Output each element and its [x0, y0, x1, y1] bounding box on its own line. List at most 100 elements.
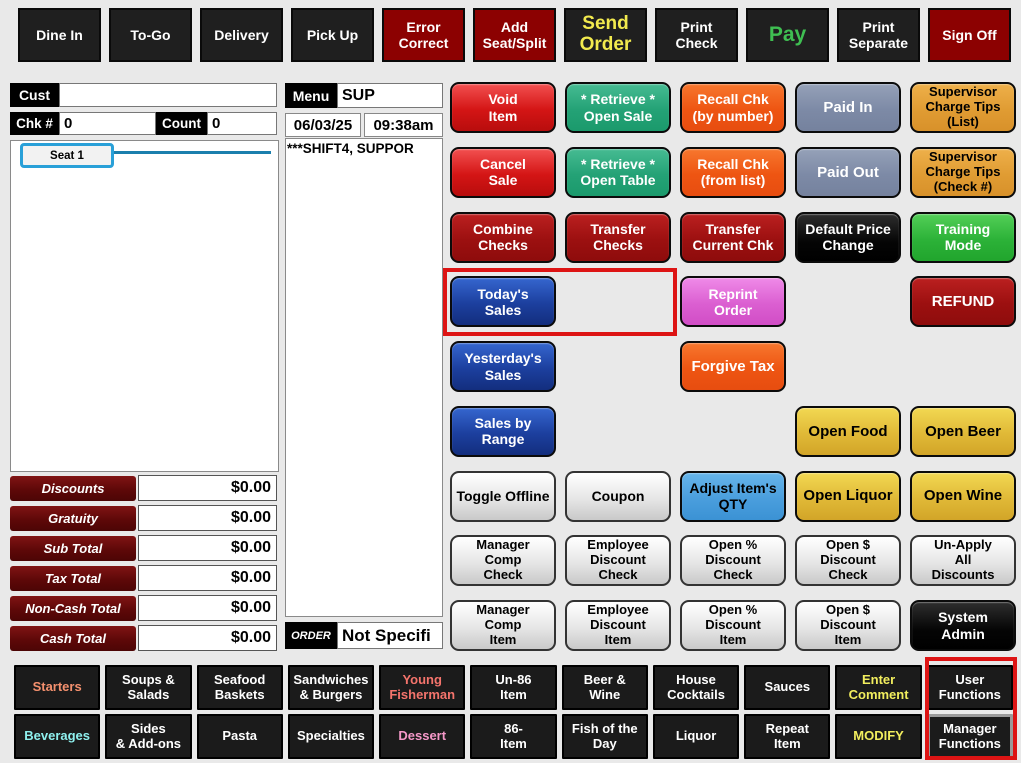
open-dollar-discount-item-button[interactable]: Open $ Discount Item [795, 600, 901, 651]
retrieve-open-table-button[interactable]: * Retrieve * Open Table [565, 146, 671, 198]
dine-in-button[interactable]: Dine In [18, 8, 101, 62]
date-display: 06/03/25 [285, 113, 361, 137]
seat-connector-line [111, 151, 271, 154]
tab-specialties[interactable]: Specialties [287, 714, 375, 759]
discounts-value: $0.00 [138, 475, 277, 501]
menu-category-bar: Starters Soups & Salads Seafood Baskets … [14, 665, 1013, 759]
discounts-label: Discounts [10, 476, 136, 501]
system-admin-button[interactable]: System Admin [910, 600, 1016, 651]
add-seat-split-button[interactable]: Add Seat/Split [473, 8, 556, 62]
menu-value: SUP [337, 83, 443, 108]
tab-sauces[interactable]: Sauces [744, 665, 831, 710]
open-wine-button[interactable]: Open Wine [910, 470, 1016, 522]
pick-up-button[interactable]: Pick Up [291, 8, 374, 62]
training-mode-button[interactable]: Training Mode [910, 211, 1016, 263]
seat-1-node[interactable]: Seat 1 [20, 143, 114, 168]
todays-sales-button[interactable]: Today's Sales [450, 276, 556, 328]
cash-total-value: $0.00 [138, 625, 277, 651]
tab-starters[interactable]: Starters [14, 665, 101, 710]
manager-comp-check-button[interactable]: Manager Comp Check [450, 535, 556, 587]
employee-discount-check-button[interactable]: Employee Discount Check [565, 535, 671, 587]
un-apply-all-discounts-button[interactable]: Un-Apply All Discounts [910, 535, 1016, 587]
tab-seafood-baskets[interactable]: Seafood Baskets [196, 665, 283, 710]
sub-total-value: $0.00 [138, 535, 277, 561]
send-order-button[interactable]: Send Order [564, 8, 647, 62]
tab-sandwiches-burgers[interactable]: Sandwiches & Burgers [287, 665, 375, 710]
pay-button[interactable]: Pay [746, 8, 829, 62]
count-value: 0 [207, 112, 277, 135]
open-beer-button[interactable]: Open Beer [910, 405, 1016, 457]
print-check-button[interactable]: Print Check [655, 8, 738, 62]
tax-total-label: Tax Total [10, 566, 136, 591]
user-functions-button[interactable]: User Functions [926, 665, 1013, 710]
employee-discount-item-button[interactable]: Employee Discount Item [565, 600, 671, 651]
menu-label: Menu [285, 83, 337, 108]
check-number-value: 0 [59, 112, 156, 135]
reprint-order-button[interactable]: Reprint Order [680, 276, 786, 328]
paid-out-button[interactable]: Paid Out [795, 146, 901, 198]
count-label: Count [156, 112, 207, 135]
default-price-change-button[interactable]: Default Price Change [795, 211, 901, 263]
yesterdays-sales-button[interactable]: Yesterday's Sales [450, 341, 556, 392]
customer-label: Cust [10, 83, 59, 107]
supervisor-charge-tips-check-button[interactable]: Supervisor Charge Tips (Check #) [910, 146, 1016, 198]
function-button-grid: Void Item * Retrieve * Open Sale Recall … [450, 82, 1016, 651]
forgive-tax-button[interactable]: Forgive Tax [680, 341, 786, 392]
transfer-current-chk-button[interactable]: Transfer Current Chk [680, 211, 786, 263]
to-go-button[interactable]: To-Go [109, 8, 192, 62]
print-separate-button[interactable]: Print Separate [837, 8, 920, 62]
tab-beverages[interactable]: Beverages [14, 714, 101, 759]
order-type-label: ORDER [285, 622, 337, 649]
repeat-item-button[interactable]: Repeat Item [744, 714, 831, 759]
open-pct-discount-item-button[interactable]: Open % Discount Item [680, 600, 786, 651]
recall-chk-from-list-button[interactable]: Recall Chk (from list) [680, 146, 786, 198]
combine-checks-button[interactable]: Combine Checks [450, 211, 556, 263]
tab-young-fisherman[interactable]: Young Fisherman [379, 665, 466, 710]
open-pct-discount-check-button[interactable]: Open % Discount Check [680, 535, 786, 587]
manager-comp-item-button[interactable]: Manager Comp Item [450, 600, 556, 651]
un-86-item-button[interactable]: Un-86 Item [470, 665, 557, 710]
open-food-button[interactable]: Open Food [795, 405, 901, 457]
tax-total-value: $0.00 [138, 565, 277, 591]
gratuity-label: Gratuity [10, 506, 136, 531]
open-liquor-button[interactable]: Open Liquor [795, 470, 901, 522]
manager-functions-button[interactable]: Manager Functions [926, 714, 1013, 759]
sales-by-range-button[interactable]: Sales by Range [450, 405, 556, 457]
tab-house-cocktails[interactable]: House Cocktails [652, 665, 740, 710]
refund-button[interactable]: REFUND [910, 276, 1016, 328]
cash-total-label: Cash Total [10, 626, 136, 651]
tab-fish-of-the-day[interactable]: Fish of the Day [561, 714, 648, 759]
check-number-label: Chk # [10, 112, 59, 135]
time-display: 09:38am [364, 113, 443, 137]
recall-chk-by-number-button[interactable]: Recall Chk (by number) [680, 82, 786, 133]
enter-comment-button[interactable]: Enter Comment [835, 665, 922, 710]
order-type-toolbar: Dine In To-Go Delivery Pick Up Error Cor… [18, 8, 1014, 62]
tab-pasta[interactable]: Pasta [196, 714, 283, 759]
receipt-server-line: ***SHIFT4, SUPPOR [287, 141, 414, 156]
retrieve-open-sale-button[interactable]: * Retrieve * Open Sale [565, 82, 671, 133]
tab-sides-addons[interactable]: Sides & Add-ons [105, 714, 192, 759]
gratuity-value: $0.00 [138, 505, 277, 531]
delivery-button[interactable]: Delivery [200, 8, 283, 62]
open-dollar-discount-check-button[interactable]: Open $ Discount Check [795, 535, 901, 587]
supervisor-charge-tips-list-button[interactable]: Supervisor Charge Tips (List) [910, 82, 1016, 133]
sign-off-button[interactable]: Sign Off [928, 8, 1011, 62]
void-item-button[interactable]: Void Item [450, 82, 556, 133]
coupon-button[interactable]: Coupon [565, 470, 671, 522]
86-item-button[interactable]: 86- Item [470, 714, 557, 759]
tab-beer-wine[interactable]: Beer & Wine [561, 665, 648, 710]
tab-dessert[interactable]: Dessert [379, 714, 466, 759]
non-cash-total-value: $0.00 [138, 595, 277, 621]
cancel-sale-button[interactable]: Cancel Sale [450, 146, 556, 198]
error-correct-button[interactable]: Error Correct [382, 8, 465, 62]
adjust-items-qty-button[interactable]: Adjust Item's QTY [680, 470, 786, 522]
tab-soups-salads[interactable]: Soups & Salads [105, 665, 192, 710]
non-cash-total-label: Non-Cash Total [10, 596, 136, 621]
modify-button[interactable]: MODIFY [835, 714, 922, 759]
toggle-offline-button[interactable]: Toggle Offline [450, 470, 556, 522]
sub-total-label: Sub Total [10, 536, 136, 561]
tab-liquor[interactable]: Liquor [652, 714, 740, 759]
transfer-checks-button[interactable]: Transfer Checks [565, 211, 671, 263]
customer-input[interactable] [59, 83, 277, 107]
paid-in-button[interactable]: Paid In [795, 82, 901, 133]
